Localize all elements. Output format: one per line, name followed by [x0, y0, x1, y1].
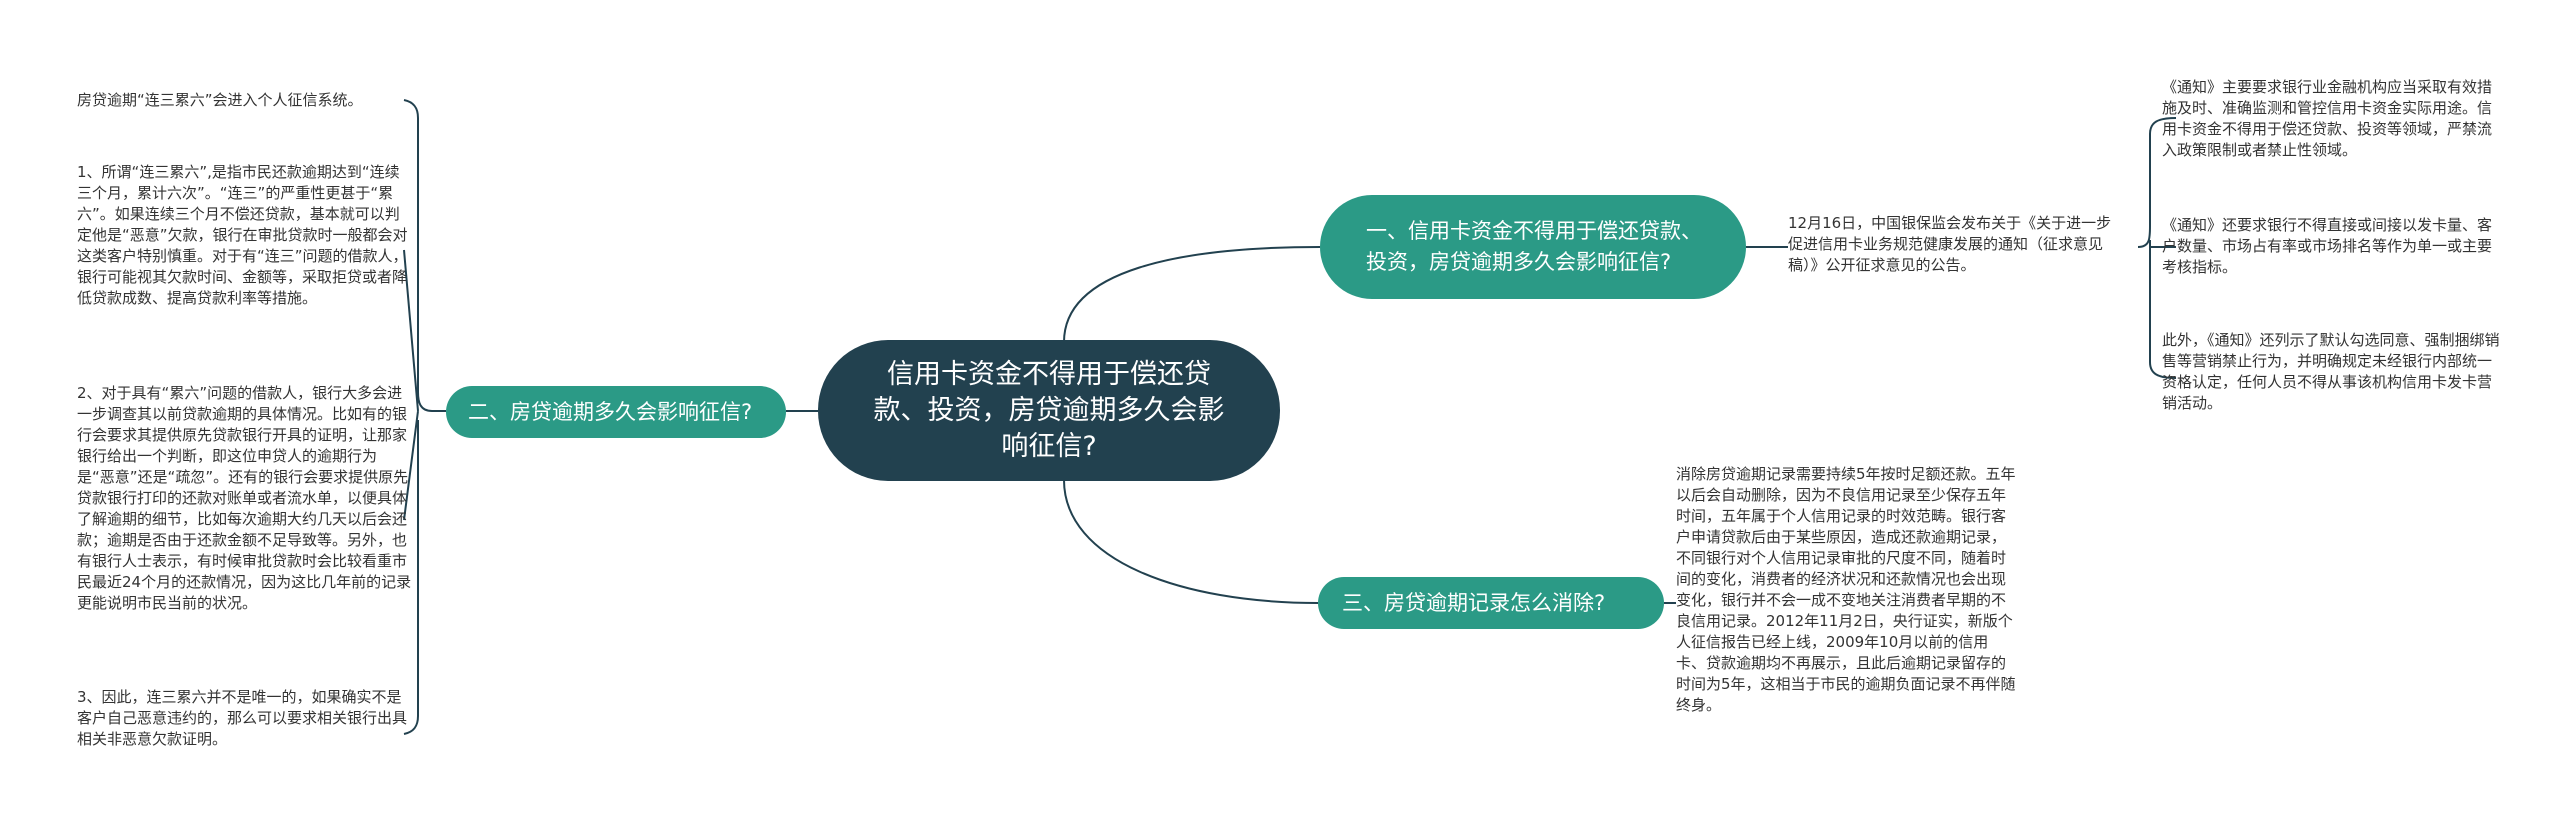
- topic-1-node[interactable]: 一、信用卡资金不得用于偿还贷款、投资，房贷逾期多久会影响征信?: [1320, 195, 1746, 299]
- bracket-topic-2-leaves: [403, 99, 446, 735]
- topic-3-node[interactable]: 三、房贷逾期记录怎么消除?: [1318, 577, 1664, 629]
- leaf-notice-assessment: 《通知》还要求银行不得直接或间接以发卡量、客户数量、市场占有率或市场排名等作为单…: [2162, 216, 2493, 276]
- leaf-notice-usage: 《通知》主要要求银行业金融机构应当采取有效措施及时、准确监测和管控信用卡资金实际…: [2162, 78, 2493, 159]
- leaf-point-1: 1、所谓“连三累六”,是指市民还款逾期达到“连续三个月，累计六次”。“连三”的严…: [77, 163, 408, 307]
- topic-2-text: 二、房贷逾期多久会影响征信?: [468, 399, 753, 424]
- connector-group: [403, 99, 2177, 735]
- bracket-topic-1-subleaves: [2137, 117, 2177, 379]
- connector-central-to-topic-3: [1063, 479, 1319, 604]
- topic-1-text: 一、信用卡资金不得用于偿还贷款、投资，房贷逾期多久会影响征信?: [1366, 219, 1702, 274]
- central-topic[interactable]: 信用卡资金不得用于偿还贷款、投资，房贷逾期多久会影响征信?: [818, 340, 1280, 481]
- leaf-record-removal: 消除房贷逾期记录需要持续5年按时足额还款。五年以后会自动删除，因为不良信用记录至…: [1676, 465, 2016, 714]
- topic-3-text: 三、房贷逾期记录怎么消除?: [1342, 590, 1606, 615]
- leaf-announcement: 12月16日，中国银保监会发布关于《关于进一步促进信用卡业务规范健康发展的通知（…: [1788, 214, 2112, 274]
- topic-2-node[interactable]: 二、房贷逾期多久会影响征信?: [446, 386, 786, 438]
- leaf-credit-intro: 房贷逾期“连三累六”会进入个人征信系统。: [77, 91, 363, 109]
- leaf-notice-marketing: 此外，《通知》还列示了默认勾选同意、强制捆绑销售等营销禁止行为，并明确规定未经银…: [2162, 331, 2500, 412]
- leaf-point-3: 3、因此，连三累六并不是唯一的，如果确实不是客户自己恶意违约的，那么可以要求相关…: [77, 688, 408, 748]
- central-topic-text: 信用卡资金不得用于偿还贷款、投资，房贷逾期多久会影响征信?: [873, 358, 1225, 462]
- leaf-point-2: 2、对于具有“累六”问题的借款人，银行大多会进一步调查其以前贷款逾期的具体情况。…: [77, 384, 412, 612]
- connector-central-to-topic-1: [1063, 246, 1321, 343]
